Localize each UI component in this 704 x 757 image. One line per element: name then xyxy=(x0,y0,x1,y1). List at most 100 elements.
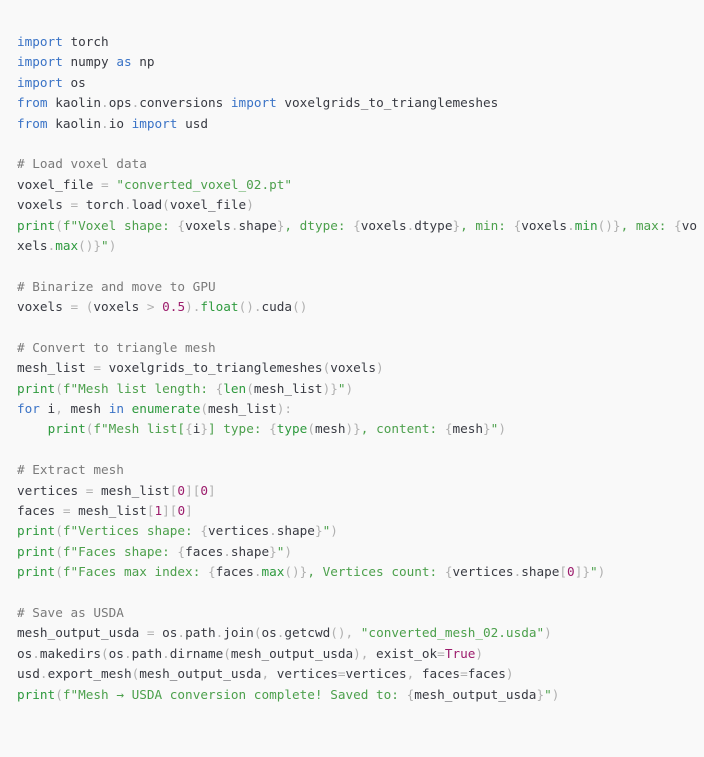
code-token: ( xyxy=(322,360,331,376)
code-token: = xyxy=(101,176,109,192)
code-line xyxy=(17,317,704,337)
code-token: [ xyxy=(559,564,568,580)
code-token: ()} xyxy=(78,237,102,253)
code-token: ( xyxy=(200,401,208,417)
code-token: ) xyxy=(544,625,552,641)
code-token: mesh_list xyxy=(253,380,323,396)
code-token: vertices xyxy=(17,482,86,498)
code-token: mesh_list xyxy=(93,482,170,498)
code-line xyxy=(17,440,704,460)
code-token: . xyxy=(123,645,132,661)
code-token: os xyxy=(154,625,178,641)
code-token: { xyxy=(207,564,216,580)
code-line: import os xyxy=(17,73,704,93)
code-token: mesh xyxy=(314,421,346,437)
code-token: faces xyxy=(17,502,63,518)
code-token: in xyxy=(108,401,124,417)
code-token: join xyxy=(223,625,254,641)
code-token: . xyxy=(177,625,186,641)
code-token: voxels xyxy=(330,360,377,376)
code-token: import xyxy=(230,95,277,111)
code-token: , content: xyxy=(360,421,445,437)
code-line: voxel_file = "converted_voxel_02.pt" xyxy=(17,175,704,195)
code-token: # Load voxel data xyxy=(17,156,147,172)
code-token: ) xyxy=(108,237,117,253)
code-line: print(f"Mesh list length: {len(mesh_list… xyxy=(17,379,704,399)
code-token: { xyxy=(200,523,208,539)
code-token: { xyxy=(269,421,277,437)
code-token: 0 xyxy=(200,482,208,498)
code-token: len xyxy=(223,380,247,396)
code-token xyxy=(17,421,48,436)
code-token: print xyxy=(17,523,56,539)
code-line: from kaolin.ops.conversions import voxel… xyxy=(17,93,704,113)
code-token: ()} xyxy=(284,564,308,580)
code-token: voxels xyxy=(17,197,71,213)
code-token: usd xyxy=(177,115,209,131)
code-token: ( xyxy=(131,666,140,682)
code-token: print xyxy=(17,686,56,702)
code-token: mesh_output_usda xyxy=(139,666,262,682)
code-token: ) xyxy=(376,360,384,376)
code-token: import xyxy=(17,54,63,70)
code-line: print(f"Faces shape: {faces.shape}") xyxy=(17,542,704,562)
code-token: { xyxy=(406,686,415,702)
code-line: print(f"Faces max index: {faces.max()}, … xyxy=(17,562,704,582)
code-token: " xyxy=(544,686,552,702)
code-token: ( xyxy=(85,299,94,315)
code-token: } xyxy=(452,217,461,233)
code-token: = xyxy=(93,360,102,376)
code-line: usd.export_mesh(mesh_output_usda, vertic… xyxy=(17,664,704,684)
code-token: mesh xyxy=(452,421,484,437)
code-token: f"Faces shape: xyxy=(62,543,178,559)
code-token: max xyxy=(261,564,285,580)
code-token: . xyxy=(101,115,109,131)
code-token: voxel_file xyxy=(17,176,102,192)
code-token: { xyxy=(177,217,186,233)
code-token: True xyxy=(444,645,476,661)
code-token: getcwd xyxy=(284,625,331,641)
code-token: ) xyxy=(284,543,293,559)
code-token: dtype xyxy=(414,217,453,233)
code-token: from xyxy=(17,115,48,131)
code-token xyxy=(353,625,361,640)
code-token: voxelgrids_to_trianglemeshes xyxy=(276,95,499,111)
code-token: mesh_output_usda xyxy=(230,645,354,661)
code-token: . xyxy=(101,95,109,111)
code-token: os xyxy=(17,645,33,661)
code-token: print xyxy=(17,380,56,396)
code-token: ][ xyxy=(162,502,178,518)
code-token: = xyxy=(337,666,346,682)
code-token: , xyxy=(406,666,415,682)
code-token: } xyxy=(200,421,208,437)
code-token: ) xyxy=(505,666,514,682)
code-token: # Extract mesh xyxy=(17,462,124,478)
code-line: for i, mesh in enumerate(mesh_list): xyxy=(17,399,704,419)
code-token: ]} xyxy=(574,564,590,580)
code-token: ( xyxy=(246,380,254,396)
code-token: ] xyxy=(185,502,193,518)
code-line: voxels = (voxels > 0.5).float().cuda() xyxy=(17,297,704,317)
code-token: , xyxy=(261,666,270,682)
code-token: ()} xyxy=(597,217,621,233)
code-token: print xyxy=(17,564,56,580)
code-token: voxels xyxy=(521,217,568,233)
code-token: ( xyxy=(55,217,63,233)
code-token: type xyxy=(276,421,308,437)
code-token: = xyxy=(437,645,445,661)
code-line: vertices = mesh_list[0][0] xyxy=(17,481,704,501)
code-token: ) xyxy=(597,564,606,580)
code-line: # Save as USDA xyxy=(17,603,704,623)
code-token: { xyxy=(444,421,453,437)
code-token: = xyxy=(460,666,468,682)
code-token: voxels xyxy=(17,299,71,315)
code-token: ) xyxy=(345,380,354,396)
code-token: , min: xyxy=(460,217,514,233)
code-token: i xyxy=(39,401,56,417)
code-token: mesh xyxy=(62,401,109,417)
code-token: ops xyxy=(108,95,132,111)
code-token: ( xyxy=(85,421,94,437)
code-token: kaolin xyxy=(47,115,102,131)
code-token: shape xyxy=(521,564,560,580)
